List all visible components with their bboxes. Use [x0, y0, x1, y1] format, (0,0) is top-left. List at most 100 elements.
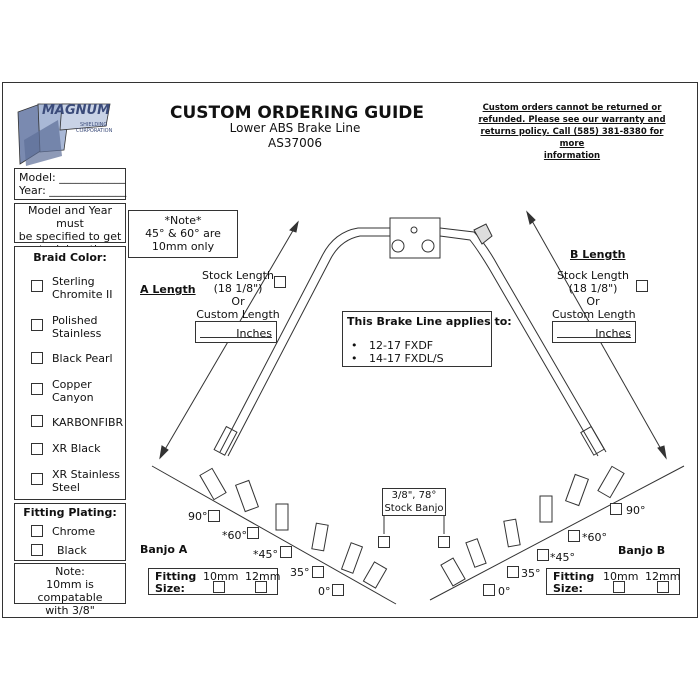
banjo-a-10mm-label: 10mm: [203, 570, 239, 583]
line-a-drawing: [213, 227, 390, 457]
banjo-a-0-checkbox[interactable]: [332, 584, 344, 596]
stock-banjo-a-checkbox[interactable]: [378, 536, 390, 548]
part-number: AS37006: [268, 136, 322, 150]
a-stock-length-label: Stock Length: [202, 269, 274, 282]
banjo-a-fitting-size: Fitting Size: 10mm 12mm: [148, 568, 281, 595]
b-custom-length-label: Custom Length: [552, 308, 636, 321]
banjo-b-size-label: Size:: [553, 582, 583, 595]
plating-title: Fitting Plating:: [23, 506, 117, 519]
banjo-a-12mm-label: 12mm: [245, 570, 281, 583]
applies-item: 14-17 FXDL/S: [369, 352, 444, 365]
braid-checkbox-black-pearl[interactable]: [31, 352, 43, 364]
banjo-b-fittings: [440, 465, 625, 587]
banjo-a-60-checkbox[interactable]: [247, 527, 259, 539]
braid-option-label: Black Pearl: [52, 352, 113, 365]
policy-note-line: refunded. Please see our warranty and: [478, 115, 666, 125]
b-stock-length-label: Stock Length: [557, 269, 629, 282]
applies-bullet: •: [351, 352, 358, 365]
braid-title: Braid Color:: [33, 251, 107, 264]
banjo-b-angle: 35°: [521, 567, 541, 580]
plating-checkbox-black[interactable]: [31, 544, 43, 556]
year-field[interactable]: Year: ______________: [19, 184, 127, 197]
angle-note-line: 10mm only: [151, 240, 215, 253]
model-year-box[interactable]: Model: ____________ Year: ______________: [14, 168, 126, 200]
b-custom-length-input[interactable]: Inches: [552, 321, 636, 343]
page-title: CUSTOM ORDERING GUIDE: [170, 103, 424, 123]
applies-item: 12-17 FXDF: [369, 339, 434, 352]
a-custom-length-input[interactable]: Inches: [195, 321, 277, 343]
b-stock-length-checkbox[interactable]: [636, 280, 648, 292]
banjo-a-angle: *60°: [222, 529, 247, 542]
banjo-baselines: [151, 465, 685, 605]
braid-option-label: XR Black: [52, 442, 101, 455]
banjo-a-angle: 0°: [318, 585, 331, 598]
banjo-a-10mm-checkbox[interactable]: [213, 581, 225, 593]
a-or-label: Or: [231, 295, 245, 308]
banjo-b-fitting-label: Fitting: [553, 570, 595, 583]
braid-option-label: Chromite II: [52, 288, 113, 301]
a-custom-length-label: Custom Length: [196, 308, 280, 321]
banjo-a-angle: *45°: [253, 548, 278, 561]
page-subtitle: Lower ABS Brake Line: [229, 121, 361, 135]
banjo-b-angle: 90°: [626, 504, 646, 517]
applies-box: This Brake Line applies to: • 12-17 FXDF…: [342, 311, 512, 367]
banjo-a-45-checkbox[interactable]: [280, 546, 292, 558]
banjo-b-45-checkbox[interactable]: [537, 549, 549, 561]
braid-color-box: Braid Color: Sterling Chromite II Polish…: [14, 246, 126, 500]
model-year-note-line: Model and Year must: [27, 204, 112, 230]
model-year-note: Model and Year must be specified to get …: [14, 203, 126, 256]
braid-checkbox-xr-stainless[interactable]: [31, 473, 43, 485]
braid-checkbox-xr-black[interactable]: [31, 443, 43, 455]
compat-note-line: with 3/8": [45, 604, 95, 617]
braid-checkbox-karbonfibr[interactable]: [31, 415, 43, 427]
angle-note-line: 45° & 60° are: [145, 227, 221, 240]
braid-option-label: Stainless: [52, 327, 102, 340]
banjo-b-12mm-label: 12mm: [645, 570, 681, 583]
fitting-plating-box: Fitting Plating: Chrome Black: [14, 503, 126, 561]
banjo-b-90-checkbox[interactable]: [610, 503, 622, 515]
a-input-underline: [200, 337, 272, 338]
stock-banjo-line: Stock Banjo: [384, 503, 444, 514]
b-stock-length-value: (18 1/8"): [568, 282, 618, 295]
logo-line1: SHIELDING: [80, 122, 108, 128]
braid-checkbox-sterling[interactable]: [31, 280, 43, 292]
banjo-b-0-checkbox[interactable]: [483, 584, 495, 596]
plating-checkbox-chrome[interactable]: [31, 525, 43, 537]
a-inches-label: Inches: [236, 327, 272, 340]
line-b-drawing: [439, 227, 607, 457]
braid-option-label: XR Stainless: [52, 468, 121, 481]
braid-option-label: Polished: [52, 314, 98, 327]
b-inches-label: Inches: [595, 327, 631, 340]
a-stock-length-checkbox[interactable]: [274, 276, 286, 288]
a-stock-length-value: (18 1/8"): [213, 282, 263, 295]
banjo-a-fittings: [199, 467, 388, 589]
compat-note-title: Note:: [55, 565, 85, 578]
b-or-label: Or: [586, 295, 600, 308]
logo-line2: CORPORATION: [76, 128, 113, 134]
braid-checkbox-polished[interactable]: [31, 319, 43, 331]
banjo-b-12mm-checkbox[interactable]: [657, 581, 669, 593]
banjo-a-35-checkbox[interactable]: [312, 566, 324, 578]
banjo-a-12mm-checkbox[interactable]: [255, 581, 267, 593]
stock-banjo-b-checkbox[interactable]: [438, 536, 450, 548]
policy-note-line: Custom orders cannot be returned or: [482, 103, 662, 113]
braid-checkbox-copper[interactable]: [31, 383, 43, 395]
braid-option-label: Sterling: [52, 275, 95, 288]
plating-chrome-label: Chrome: [52, 525, 96, 538]
banjo-a-label: Banjo A: [140, 543, 188, 556]
b-length-label: B Length: [570, 248, 626, 261]
banjo-b-60-checkbox[interactable]: [568, 530, 580, 542]
model-field[interactable]: Model: ____________: [19, 171, 126, 184]
banjo-b-fitting-size: Fitting Size: 10mm 12mm: [546, 568, 680, 595]
banjo-b-10mm-checkbox[interactable]: [613, 581, 625, 593]
braid-option-label: Canyon: [52, 391, 94, 404]
stock-banjo-line: 3/8", 78°: [391, 490, 437, 501]
banjo-a-90-checkbox[interactable]: [208, 510, 220, 522]
policy-note-line: returns policy. Call (585) 381-8380 for …: [480, 127, 664, 149]
compat-note-line: 10mm is compatable: [37, 578, 103, 604]
banjo-a-angle: 90°: [188, 510, 208, 523]
banjo-b-35-checkbox[interactable]: [507, 566, 519, 578]
policy-note-line: information: [543, 151, 601, 161]
banjo-b-label: Banjo B: [618, 544, 666, 557]
